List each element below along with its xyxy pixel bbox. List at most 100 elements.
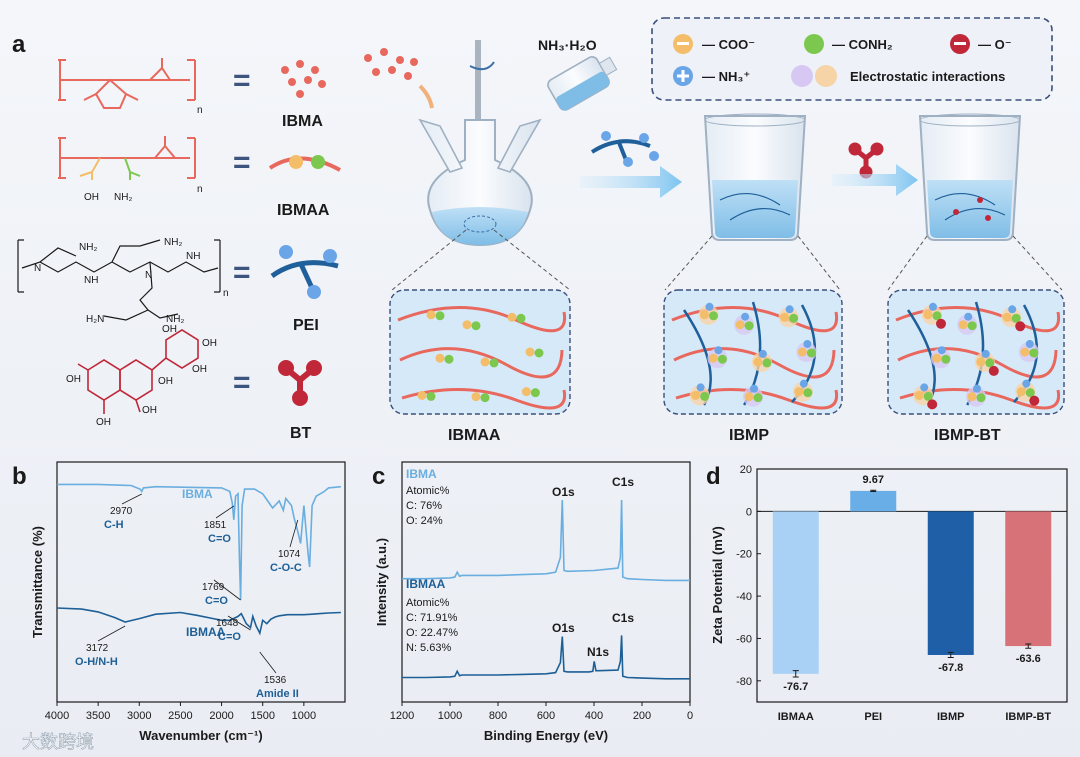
polymer-chain (401, 387, 567, 410)
coo-dot (708, 353, 718, 363)
nh3-dot (937, 346, 946, 355)
conh2-dot (762, 358, 772, 368)
polymer-chain (399, 347, 564, 379)
o-dot (1029, 395, 1040, 406)
category-label: PEI (864, 711, 882, 723)
panel-a: a n = IBMA OH NH₂ n = (12, 17, 1065, 444)
x-tick-label: 1500 (250, 710, 274, 722)
y-tick-label: -60 (736, 633, 752, 645)
arrow-1 (580, 166, 682, 198)
zoom-boxes (389, 289, 1065, 415)
c-atomic-line: N: 5.63% (406, 642, 451, 654)
x-tick-label: 600 (537, 710, 555, 722)
c-peak-label: C1s (612, 611, 634, 625)
reagent-label: NH₃·H₂O (538, 37, 597, 53)
y-tick-label: 0 (746, 506, 752, 518)
conh2-dot (753, 393, 763, 403)
ibmaa-oh: OH (84, 192, 99, 203)
conh2-dot (530, 388, 540, 398)
b-peak-pointer (227, 615, 251, 631)
conh2-dot (700, 391, 710, 401)
d-ylabel: Zeta Potential (mV) (710, 526, 725, 644)
ibmaa-nh2: NH₂ (114, 192, 132, 203)
conh2-dot (923, 391, 933, 401)
b-peak-group: C-H (104, 519, 124, 531)
bar-value-label: -67.8 (938, 662, 963, 674)
nh3-dot (750, 384, 758, 393)
legend-electrostatic-icon-1 (791, 65, 813, 87)
c-peak-label: N1s (587, 645, 609, 659)
coo-dot (471, 392, 481, 402)
b-peak-pointer (215, 505, 235, 519)
nh3-dot (741, 312, 750, 321)
legend-box: — COO⁻ — CONH₂ — O⁻ — NH₃⁺ Electrostatic… (651, 17, 1053, 101)
series-name-ibmaa: IBMAA (406, 577, 446, 591)
panel-a-label: a (12, 31, 26, 58)
conh2-dot (985, 358, 995, 368)
b-peak-pointer (213, 579, 241, 601)
series-name-ibma: IBMA (406, 467, 437, 481)
beaker-ibmp-bt (918, 113, 1022, 241)
zoom-box-3 (887, 289, 1065, 415)
series-line-ibmaa (402, 635, 690, 680)
conh2-dot (1025, 388, 1035, 398)
coo-dot (462, 320, 472, 330)
ibmaa-icon (268, 155, 341, 172)
coo-dot (923, 310, 933, 320)
bt-oh-6: OH (202, 338, 217, 349)
bt-oh-1: OH (66, 374, 81, 385)
series-line-ibma (57, 483, 341, 601)
pei-n1: N (34, 263, 41, 274)
conh2-dot (803, 388, 813, 398)
d-plot-frame (756, 468, 1068, 703)
x-tick-label: 2500 (168, 710, 192, 722)
coo-dot (1020, 347, 1030, 357)
material-label-ibmaa: IBMAA (277, 202, 330, 219)
o-dot (1015, 321, 1026, 332)
stage-label-ibmaa: IBMAA (448, 427, 501, 444)
conh2-dot (426, 391, 436, 401)
conh2-dot (480, 393, 490, 403)
zoom-box-2 (663, 289, 843, 415)
b-peak-pointer (121, 493, 142, 505)
conh2-dot (941, 354, 951, 364)
coo-dot (1002, 312, 1012, 322)
panel-d: d 200-20-40-60-80-76.7IBMAA9.67PEI-67.8I… (706, 463, 1068, 723)
nh3-dot (929, 302, 937, 311)
coo-dot (967, 392, 977, 402)
nh3-dot (696, 383, 705, 392)
legend-electrostatic-icon-2 (815, 65, 837, 87)
equals-3: = (233, 256, 251, 289)
d-marks: 200-20-40-60-80-76.7IBMAA9.67PEI-67.8IBM… (736, 464, 1067, 723)
beaker-ibmp (703, 113, 807, 241)
conh2-dot (444, 354, 454, 364)
c-atomic-line: O: 22.47% (406, 627, 458, 639)
conh2-dot (744, 321, 754, 331)
b-ylabel: Transmittance (%) (30, 526, 45, 638)
coo-dot (525, 347, 535, 357)
coo-dot (480, 357, 490, 367)
conh2-dot (709, 311, 718, 321)
coo-dot (744, 392, 754, 402)
b-peak-value: 2970 (110, 506, 133, 517)
nh3-dot (714, 346, 723, 355)
pei-nh2-2: NH₂ (164, 237, 182, 248)
bt-oh-7: OH (192, 364, 207, 375)
dots-arrow (418, 84, 434, 109)
flask (418, 40, 542, 247)
nh3-dot (1022, 379, 1031, 388)
coo-dot (435, 353, 445, 363)
o-dot (988, 365, 999, 376)
coo-dot (932, 353, 942, 363)
pei-h2n: H₂N (86, 314, 104, 325)
conh2-dot (1011, 313, 1021, 323)
c-atomic-header: Atomic% (406, 597, 450, 609)
legend-electrostatic: Electrostatic interactions (850, 69, 1005, 84)
nh3-dot (758, 349, 767, 358)
conh2-dot (932, 311, 942, 321)
coo-dot (521, 387, 531, 397)
c-ylabel: Intensity (a.u.) (374, 538, 389, 626)
zoom-lines (391, 229, 1063, 291)
panel-b-label: b (12, 463, 27, 490)
